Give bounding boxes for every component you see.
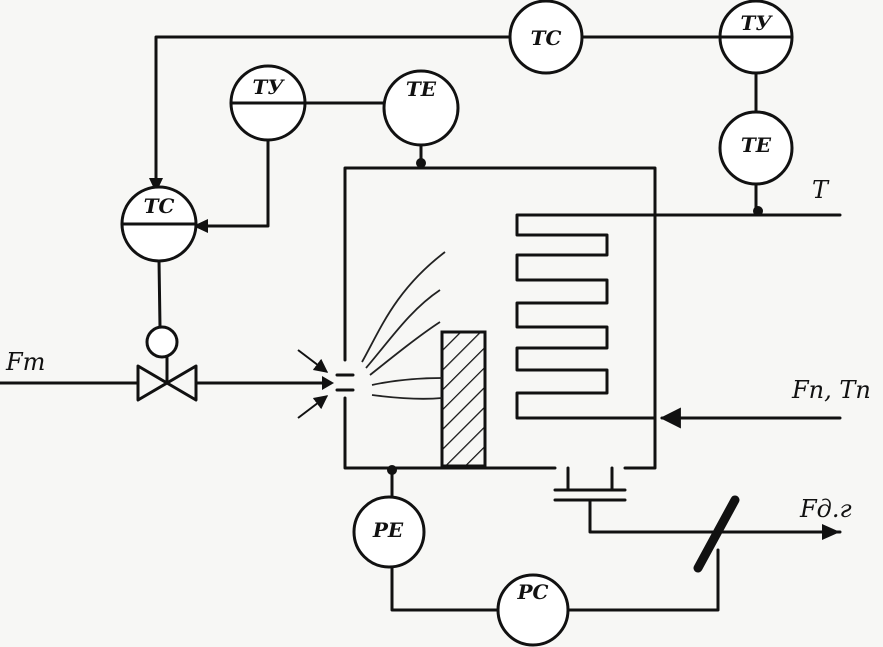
instrument-te-right: TE [718, 110, 794, 186]
tap-point-top [416, 158, 426, 168]
instrument-pc: PC [496, 573, 570, 647]
flue-gas-stack [553, 466, 842, 534]
flue-gas-damper [693, 495, 740, 573]
tap-point-pressure [387, 465, 397, 475]
instrument-tc-top: TC [508, 0, 584, 75]
flue-gas-arrowhead [822, 524, 840, 540]
instrument-tc-left: TC [120, 185, 198, 263]
signal-pc-damper [567, 548, 720, 612]
air-inlet-arrow-lower [297, 395, 329, 419]
instrument-pe: PE [352, 495, 426, 569]
heating-coil [515, 213, 657, 420]
signal-ty-tc-left [203, 138, 270, 228]
signal-pe-pc [390, 564, 499, 612]
instrument-ty-left: TУ [229, 64, 307, 142]
stream-label-flue-gas: Fд.г [799, 495, 852, 523]
instrument-tag: TУ [252, 75, 285, 99]
fuel-control-valve [136, 325, 198, 402]
furnace-chamber [335, 166, 657, 470]
instrument-tag: TУ [740, 11, 773, 35]
stream-label-product: Fп, Tп [791, 376, 871, 404]
signal-ty-tc-arrow [193, 219, 208, 233]
signal-cascade-top [154, 35, 512, 184]
instrument-tag: TE [406, 77, 437, 101]
tap-point-outlet [753, 206, 763, 216]
instrument-tag: PE [372, 518, 404, 542]
air-inlet-arrow-upper [297, 349, 329, 373]
fuel-line [0, 376, 334, 390]
refractory-wall [440, 330, 487, 468]
signal-tc-valve [157, 258, 162, 329]
signal-cascade-arrow [149, 178, 163, 193]
instrument-tag: TE [741, 133, 772, 157]
stream-label-temperature: T [812, 176, 830, 204]
instrument-tag: TC [144, 194, 175, 218]
instrument-ty-right: TУ [718, 0, 794, 75]
instrument-tag: PC [517, 580, 549, 604]
stream-label-fuel: Fт [5, 348, 45, 376]
instrument-tag: TC [531, 26, 562, 50]
instrument-te-center: TE [382, 69, 460, 147]
flame-lines [361, 251, 446, 400]
